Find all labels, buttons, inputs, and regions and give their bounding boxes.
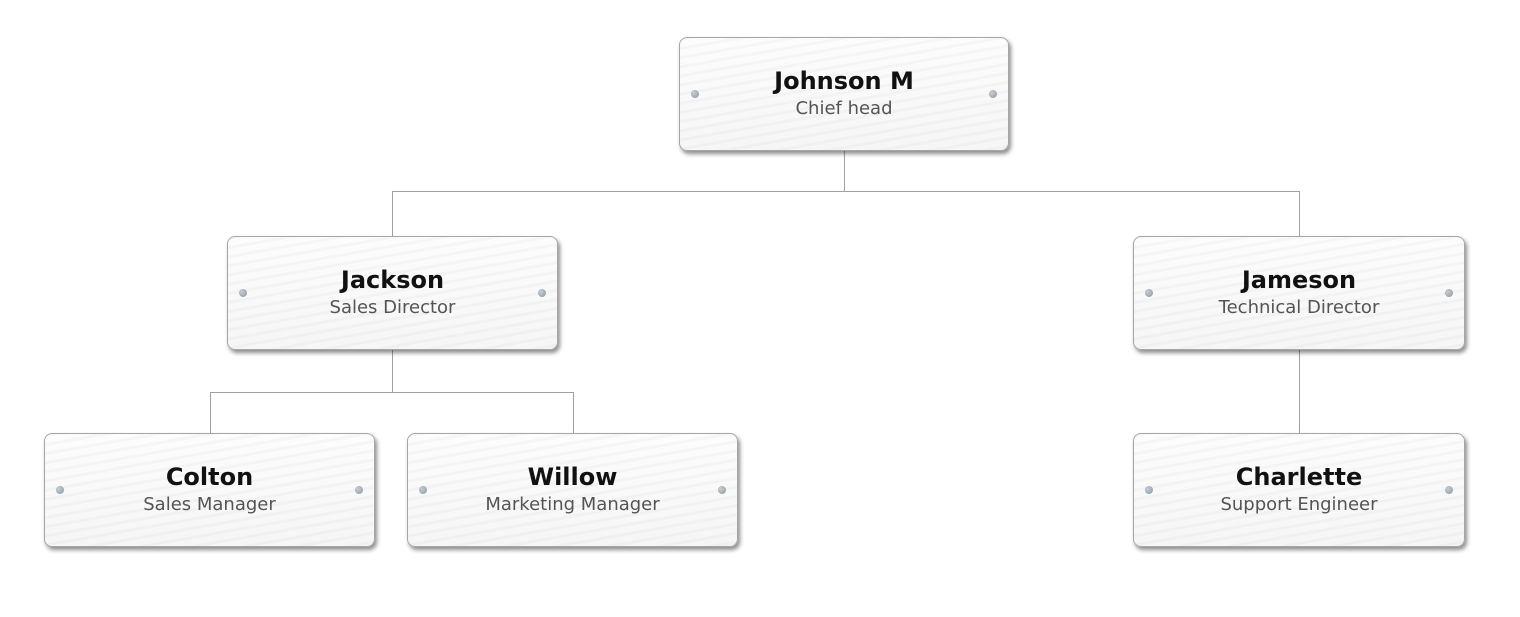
- connector-level1-horizontal: [392, 191, 1300, 192]
- employee-name: Jackson: [340, 266, 445, 294]
- connector-colton-drop: [210, 392, 211, 433]
- connector-root-stem: [844, 151, 845, 191]
- org-node-jameson[interactable]: Jameson Technical Director: [1133, 236, 1465, 350]
- org-node-willow[interactable]: Willow Marketing Manager: [407, 433, 738, 547]
- employee-title: Sales Director: [329, 297, 456, 318]
- employee-name: Johnson M: [774, 67, 914, 95]
- employee-name: Colton: [165, 463, 254, 491]
- anchor-dot-left-icon: [1145, 486, 1153, 494]
- anchor-dot-right-icon: [538, 289, 546, 297]
- connector-willow-drop: [573, 392, 574, 433]
- employee-name: Jameson: [1241, 266, 1357, 294]
- connector-level2-horizontal: [210, 392, 573, 393]
- connector-jameson-drop: [1299, 191, 1300, 236]
- employee-title: Chief head: [795, 98, 893, 119]
- anchor-dot-left-icon: [419, 486, 427, 494]
- anchor-dot-right-icon: [355, 486, 363, 494]
- employee-title: Marketing Manager: [485, 494, 660, 515]
- connector-jackson-stem: [392, 350, 393, 392]
- employee-name: Charlette: [1235, 463, 1363, 491]
- org-node-jackson[interactable]: Jackson Sales Director: [227, 236, 558, 350]
- anchor-dot-right-icon: [1445, 289, 1453, 297]
- anchor-dot-left-icon: [239, 289, 247, 297]
- employee-name: Willow: [527, 463, 618, 491]
- anchor-dot-right-icon: [1445, 486, 1453, 494]
- org-node-colton[interactable]: Colton Sales Manager: [44, 433, 375, 547]
- anchor-dot-left-icon: [1145, 289, 1153, 297]
- org-node-charlette[interactable]: Charlette Support Engineer: [1133, 433, 1465, 547]
- connector-charlette-drop: [1299, 350, 1300, 433]
- org-node-johnson-m[interactable]: Johnson M Chief head: [679, 37, 1009, 151]
- anchor-dot-right-icon: [989, 90, 997, 98]
- employee-title: Support Engineer: [1220, 494, 1378, 515]
- anchor-dot-left-icon: [56, 486, 64, 494]
- connector-jackson-drop: [392, 191, 393, 236]
- employee-title: Technical Director: [1218, 297, 1380, 318]
- anchor-dot-right-icon: [718, 486, 726, 494]
- employee-title: Sales Manager: [143, 494, 276, 515]
- anchor-dot-left-icon: [691, 90, 699, 98]
